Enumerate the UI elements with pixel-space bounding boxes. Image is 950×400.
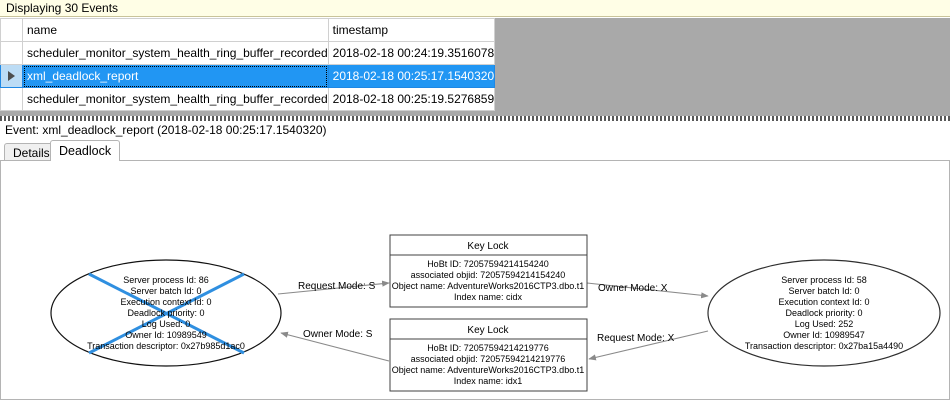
edge-label-2: Owner Mode: S (303, 329, 373, 340)
victim-line-4: Log Used: 0 (142, 319, 191, 329)
grid-header-row: name timestamp (0, 18, 496, 42)
victim-line-0: Server process Id: 86 (123, 275, 209, 285)
table-row[interactable]: scheduler_monitor_system_health_ring_buf… (0, 87, 496, 111)
survivor-line-2: Execution context Id: 0 (778, 297, 869, 307)
key-lock-bottom-line-2: Object name: AdventureWorks2016CTP3.dbo.… (392, 365, 584, 375)
survivor-line-3: Deadlock priority: 0 (785, 308, 862, 318)
survivor-line-4: Log Used: 252 (795, 319, 854, 329)
edge-owner-mode-x: Owner Mode: X (586, 282, 709, 299)
key-lock-top-line-0: HoBt ID: 72057594214154240 (427, 259, 549, 269)
key-lock-bottom-line-0: HoBt ID: 72057594214219776 (427, 343, 549, 353)
events-grid-container: name timestamp scheduler_monitor_system_… (0, 18, 950, 116)
cell-name[interactable]: xml_deadlock_report (22, 64, 329, 88)
survivor-line-6: Transaction descriptor: 0x27ba15a4490 (745, 341, 903, 351)
key-lock-bottom-line-3: Index name: idx1 (454, 376, 523, 386)
cell-name[interactable]: scheduler_monitor_system_health_ring_buf… (22, 41, 329, 65)
events-grid[interactable]: name timestamp scheduler_monitor_system_… (0, 18, 496, 111)
edge-request-mode-x: Request Mode: X (588, 330, 709, 361)
victim-line-5: Owner Id: 10989549 (125, 330, 207, 340)
table-row[interactable]: scheduler_monitor_system_health_ring_buf… (0, 41, 496, 65)
grid-header-timestamp[interactable]: timestamp (327, 18, 496, 42)
victim-line-2: Execution context Id: 0 (120, 297, 211, 307)
events-count-banner: Displaying 30 Events (0, 0, 950, 17)
deadlock-tab-panel: Request Mode: S Owner Mode: X Owner Mode… (0, 160, 950, 400)
key-lock-bottom-line-1: associated objid: 72057594214219776 (411, 354, 566, 364)
grid-header-name[interactable]: name (22, 18, 329, 42)
row-selector-cell[interactable] (0, 64, 23, 88)
cell-name[interactable]: scheduler_monitor_system_health_ring_buf… (22, 87, 329, 111)
selected-event-title: Event: xml_deadlock_report (2018-02-18 0… (5, 123, 327, 137)
row-selector-arrow-icon (8, 71, 15, 81)
edge-label-1: Owner Mode: X (598, 283, 668, 294)
edge-label-0: Request Mode: S (298, 281, 376, 292)
deadlock-graph-svg: Request Mode: S Owner Mode: X Owner Mode… (50, 234, 941, 392)
tab-deadlock[interactable]: Deadlock (50, 140, 121, 161)
process-node-victim[interactable]: Server process Id: 86 Server batch Id: 0… (50, 259, 282, 367)
horizontal-splitter[interactable] (0, 116, 950, 121)
cell-timestamp[interactable]: 2018-02-18 00:25:19.5276859 (327, 87, 496, 111)
survivor-line-0: Server process Id: 58 (781, 275, 867, 285)
row-selector-cell[interactable] (0, 41, 23, 65)
victim-line-1: Server batch Id: 0 (130, 286, 201, 296)
row-selector-cell[interactable] (0, 87, 23, 111)
key-lock-top-line-3: Index name: cidx (454, 292, 523, 302)
edge-request-mode-s: Request Mode: S (277, 280, 390, 295)
process-node-survivor[interactable]: Server process Id: 58 Server batch Id: 0… (707, 259, 941, 367)
survivor-line-1: Server batch Id: 0 (788, 286, 859, 296)
deadlock-graph[interactable]: Request Mode: S Owner Mode: X Owner Mode… (1, 161, 949, 399)
edge-label-3: Request Mode: X (597, 333, 675, 344)
victim-line-6: Transaction descriptor: 0x27b985d1ac0 (87, 341, 245, 351)
cell-timestamp[interactable]: 2018-02-18 00:25:17.1540320 (327, 64, 496, 88)
tab-strip: Details Deadlock (0, 140, 950, 161)
cell-timestamp[interactable]: 2018-02-18 00:24:19.3516078 (327, 41, 496, 65)
resource-node-key-lock-idx1[interactable]: Key Lock HoBt ID: 72057594214219776 asso… (389, 318, 588, 392)
key-lock-top-line-1: associated objid: 72057594214154240 (411, 270, 566, 280)
key-lock-title-bottom: Key Lock (467, 325, 509, 336)
edge-owner-mode-s: Owner Mode: S (280, 329, 390, 362)
survivor-line-5: Owner Id: 10989547 (783, 330, 865, 340)
victim-line-3: Deadlock priority: 0 (127, 308, 204, 318)
resource-node-key-lock-cidx[interactable]: Key Lock HoBt ID: 72057594214154240 asso… (389, 234, 588, 308)
key-lock-title-top: Key Lock (467, 241, 509, 252)
grid-header-selector (0, 18, 23, 42)
table-row-selected[interactable]: xml_deadlock_report 2018-02-18 00:25:17.… (0, 64, 496, 88)
key-lock-top-line-2: Object name: AdventureWorks2016CTP3.dbo.… (392, 281, 584, 291)
